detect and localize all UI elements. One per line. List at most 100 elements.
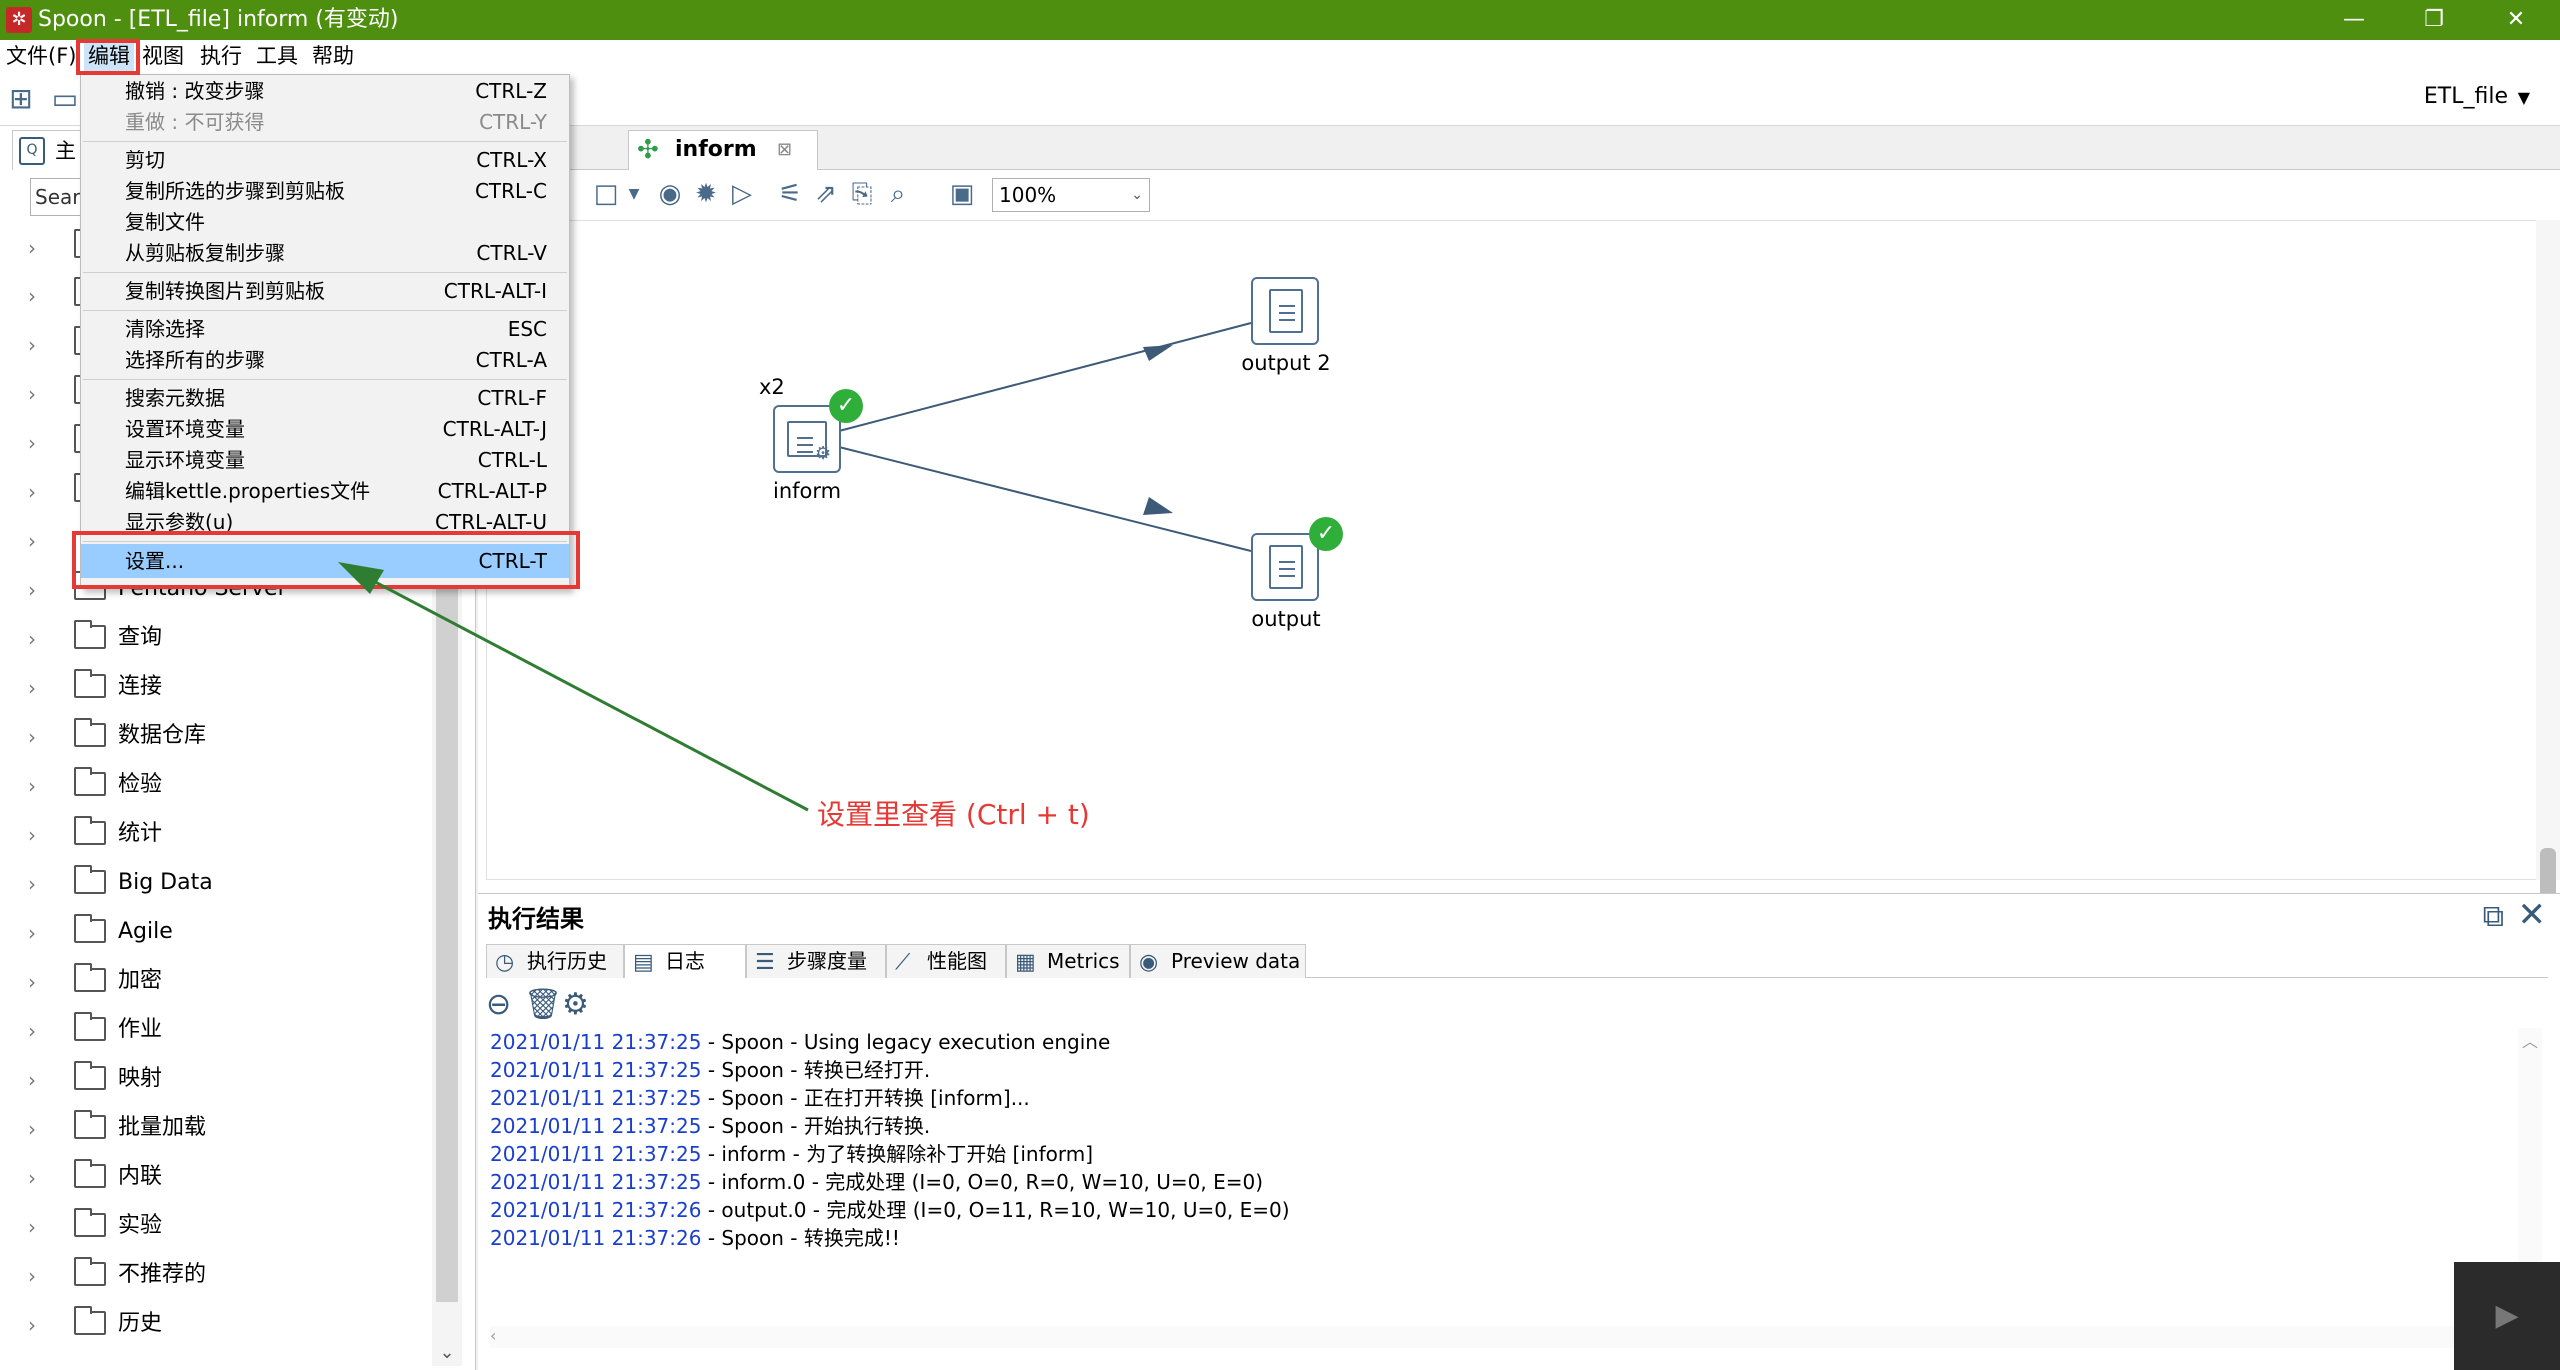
tree-item-data-warehouse[interactable]: ›数据仓库 <box>0 713 432 761</box>
chevron-right-icon[interactable]: › <box>28 872 36 896</box>
zoom-select[interactable]: 100% ⌄ <box>992 178 1150 212</box>
tab-performance-graph[interactable]: ⟋性能图 <box>886 944 1006 978</box>
tree-item-statistics[interactable]: ›统计 <box>0 811 432 859</box>
canvas-vertical-scrollbar[interactable] <box>2536 220 2560 948</box>
tab-execution-history[interactable]: ◷执行历史 <box>486 944 624 978</box>
chevron-right-icon[interactable]: › <box>28 284 36 308</box>
restore-button[interactable]: ❐ <box>2424 7 2444 32</box>
menu-item-copy-file[interactable]: 复制文件 <box>81 207 569 238</box>
menu-edit[interactable]: 编辑 <box>84 40 134 72</box>
chevron-right-icon[interactable]: › <box>28 1019 36 1043</box>
maximize-panel-icon[interactable]: ⧉ <box>2482 899 2504 934</box>
preview-eye-icon[interactable]: ◉ <box>658 179 682 209</box>
tree-row[interactable]: › <box>0 517 432 565</box>
scrollbar-thumb[interactable] <box>436 482 458 1302</box>
tree-item-job[interactable]: ›作业 <box>0 1007 432 1055</box>
close-tab-icon[interactable]: ⊠ <box>777 139 793 160</box>
chevron-right-icon[interactable]: › <box>28 1068 36 1092</box>
tree-item-inline[interactable]: ›内联 <box>0 1154 432 1202</box>
menu-view[interactable]: 视图 <box>142 44 184 68</box>
chevron-right-icon[interactable]: › <box>28 970 36 994</box>
log-text-area[interactable]: 2021/01/11 21:37:25 - Spoon - Using lega… <box>490 1028 2530 1328</box>
chevron-right-icon[interactable]: › <box>28 1215 36 1239</box>
close-window-button[interactable]: ✕ <box>2506 7 2526 32</box>
gear-icon[interactable]: ⚙ <box>562 987 589 1022</box>
step-inform[interactable]: ⚙ <box>773 405 841 473</box>
menu-item-settings[interactable]: 设置...CTRL-T <box>81 544 569 578</box>
tab-step-metrics[interactable]: ☰步骤度量 <box>746 944 886 978</box>
new-file-icon[interactable]: ⊞ <box>9 82 33 115</box>
tab-log[interactable]: ▤日志 <box>624 944 746 978</box>
tree-item-query[interactable]: ›查询 <box>0 615 432 663</box>
tree-item-mapping[interactable]: ›映射 <box>0 1056 432 1104</box>
chevron-right-icon[interactable]: › <box>28 529 36 553</box>
tab-inform[interactable]: ✣ inform ⊠ <box>628 130 818 171</box>
chevron-right-icon[interactable]: › <box>28 382 36 406</box>
hop-inform-output[interactable] <box>838 446 1252 552</box>
menu-file[interactable]: 文件(F) <box>6 44 77 68</box>
chevron-right-icon[interactable]: › <box>28 236 36 260</box>
chevron-right-icon[interactable]: › <box>28 1313 36 1337</box>
stop-log-icon[interactable]: ⊖ <box>486 987 512 1022</box>
chevron-right-icon[interactable]: › <box>28 676 36 700</box>
tree-item-join[interactable]: ›连接 <box>0 664 432 712</box>
chevron-right-icon[interactable]: › <box>28 480 36 504</box>
chevron-down-icon[interactable]: ▼ <box>2517 88 2530 107</box>
impact-icon[interactable]: ⇗ <box>815 179 837 209</box>
hop-inform-output2[interactable] <box>838 322 1252 432</box>
step-output-2[interactable] <box>1251 277 1319 345</box>
menu-help[interactable]: 帮助 <box>312 44 354 68</box>
log-horizontal-scrollbar[interactable]: ‹ <box>490 1326 2518 1348</box>
minimize-button[interactable]: — <box>2343 7 2365 32</box>
show-grid-icon[interactable]: ▣ <box>949 179 975 209</box>
chevron-right-icon[interactable]: › <box>28 578 36 602</box>
chevron-right-icon[interactable]: › <box>28 1117 36 1141</box>
perspective-selector[interactable]: ETL_file <box>2423 84 2508 109</box>
chevron-right-icon[interactable]: › <box>28 921 36 945</box>
tree-item-big-data[interactable]: ›Big Data <box>0 860 432 908</box>
explore-db-icon[interactable]: ⌕ <box>890 179 906 209</box>
chevron-right-icon[interactable]: › <box>28 627 36 651</box>
menu-tools[interactable]: 工具 <box>256 44 298 68</box>
menu-item-show-parameters[interactable]: 显示参数(u)CTRL-ALT-U <box>81 507 569 538</box>
tree-item-agile[interactable]: ›Agile <box>0 909 432 957</box>
chevron-right-icon[interactable]: › <box>28 1166 36 1190</box>
tree-item-history[interactable]: ›历史 <box>0 1301 432 1349</box>
sql-icon[interactable]: ⎘ <box>851 179 873 209</box>
tree-item-encryption[interactable]: ›加密 <box>0 958 432 1006</box>
chevron-right-icon[interactable]: › <box>28 774 36 798</box>
tree-item-bulk-loading[interactable]: ›批量加载 <box>0 1105 432 1153</box>
menu-run[interactable]: 执行 <box>200 44 242 68</box>
chevron-right-icon[interactable]: › <box>28 823 36 847</box>
tab-preview-data[interactable]: ◉Preview data <box>1130 944 1306 978</box>
close-panel-icon[interactable]: ✕ <box>2517 895 2547 935</box>
chevron-right-icon[interactable]: › <box>28 725 36 749</box>
chevron-right-icon[interactable]: › <box>28 431 36 455</box>
floating-widget[interactable]: ▶ <box>2454 1262 2560 1370</box>
replay-icon[interactable]: ▷ <box>732 179 752 209</box>
stop-icon[interactable]: □ <box>593 179 619 209</box>
chevron-right-icon[interactable]: › <box>28 1264 36 1288</box>
transformation-canvas[interactable]: x2 ⚙ ✓ inform output 2 ✓ output <box>486 220 2538 880</box>
verify-icon[interactable]: ⚟ <box>778 179 802 209</box>
step-output[interactable] <box>1251 533 1319 601</box>
tree-item-validation[interactable]: ›检验 <box>0 762 432 810</box>
tree-item-deprecated[interactable]: ›不推荐的 <box>0 1252 432 1300</box>
chevron-down-icon[interactable]: ▼ <box>628 186 640 202</box>
trash-icon[interactable]: 🗑 <box>524 987 563 1022</box>
debug-icon[interactable]: ✹ <box>695 179 717 209</box>
chevron-right-icon[interactable]: › <box>28 333 36 357</box>
scroll-down-icon[interactable]: ⌄ <box>439 1342 455 1363</box>
tab-metrics[interactable]: ▦Metrics <box>1006 944 1130 978</box>
